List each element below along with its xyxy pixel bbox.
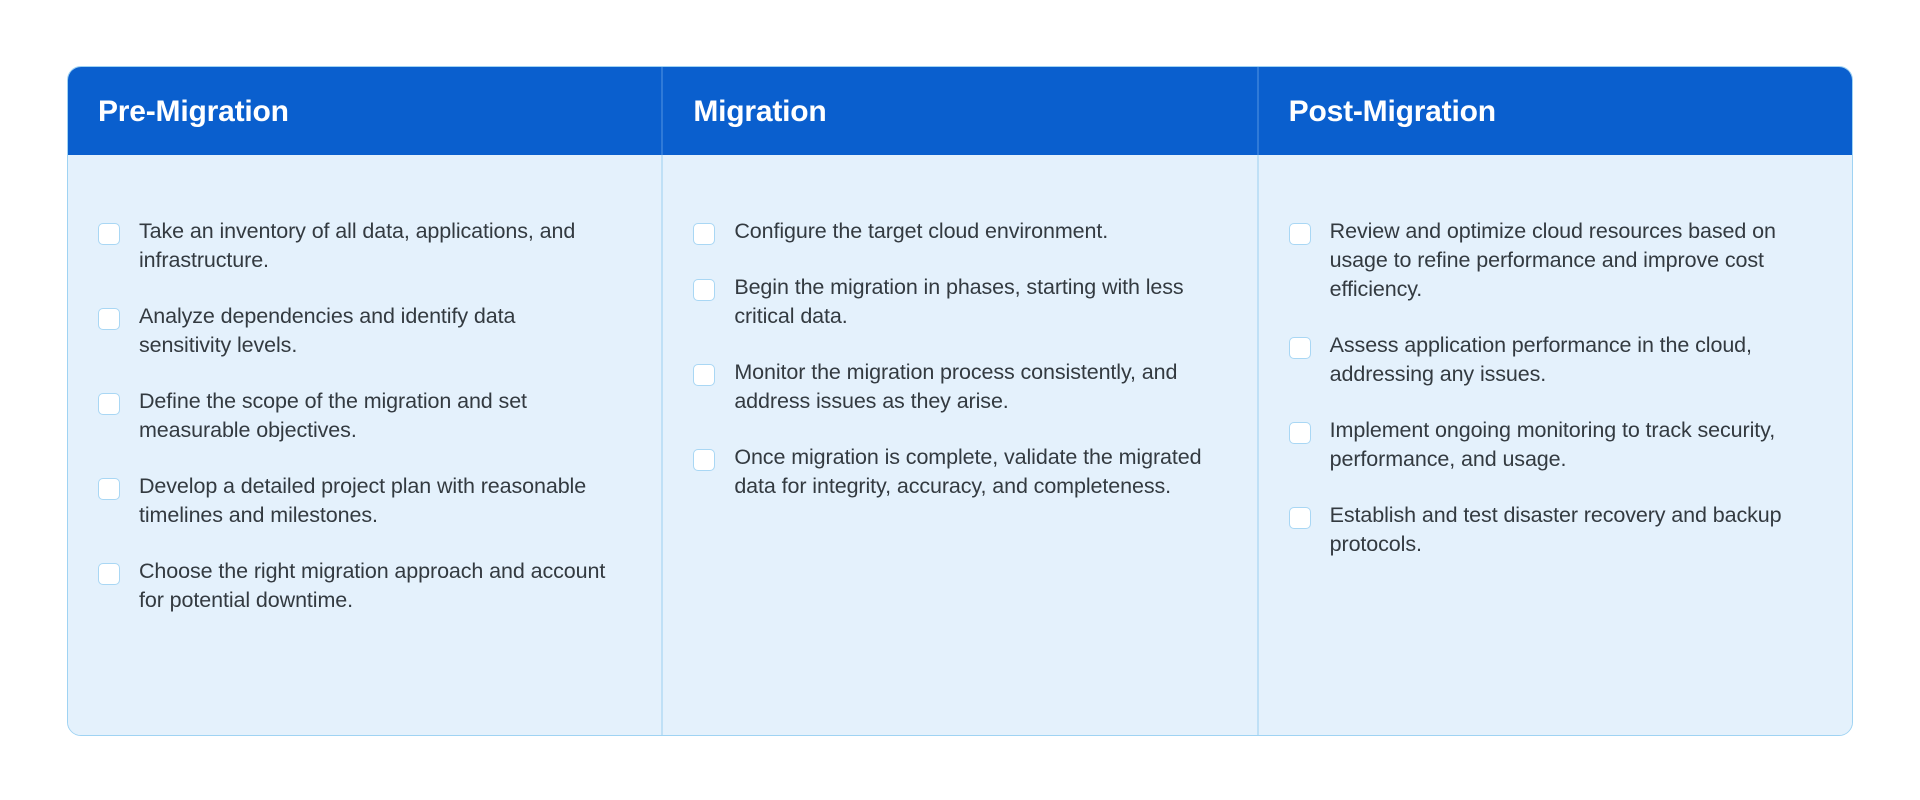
cloud-migration-checklist-card: Pre-Migration Migration Post-Migration T… [67, 66, 1853, 736]
list-item[interactable]: Take an inventory of all data, applicati… [98, 217, 623, 275]
list-item-label: Implement ongoing monitoring to track se… [1329, 418, 1776, 471]
list-item[interactable]: Review and optimize cloud resources base… [1288, 217, 1814, 304]
checkbox-icon[interactable] [693, 364, 716, 386]
list-item-label: Choose the right migration approach and … [139, 559, 606, 612]
checklist-column-pre-migration: Take an inventory of all data, applicati… [68, 155, 661, 735]
column-header-post-migration: Post-Migration [1256, 67, 1852, 155]
checklist-column-migration: Configure the target cloud environment. … [661, 155, 1256, 735]
list-item-label: Analyze dependencies and identify data s… [139, 304, 516, 357]
checkbox-icon[interactable] [1288, 337, 1311, 359]
list-item-label: Begin the migration in phases, starting … [734, 275, 1184, 328]
list-item-label: Take an inventory of all data, applicati… [139, 219, 576, 272]
column-header-pre-migration: Pre-Migration [68, 67, 661, 155]
checkbox-icon[interactable] [693, 279, 716, 301]
list-item-label: Establish and test disaster recovery and… [1329, 503, 1782, 556]
list-item[interactable]: Once migration is complete, validate the… [693, 443, 1218, 501]
list-item[interactable]: Begin the migration in phases, starting … [693, 273, 1218, 331]
list-item-label: Define the scope of the migration and se… [139, 389, 527, 442]
list-item-label: Assess application performance in the cl… [1329, 333, 1752, 386]
checkbox-icon[interactable] [98, 308, 120, 330]
column-header-title: Pre-Migration [98, 94, 289, 128]
list-item[interactable]: Choose the right migration approach and … [98, 557, 623, 615]
list-item-label: Develop a detailed project plan with rea… [139, 474, 587, 527]
column-header-migration: Migration [661, 67, 1256, 155]
list-item[interactable]: Assess application performance in the cl… [1288, 331, 1814, 389]
checkbox-icon[interactable] [98, 563, 120, 585]
list-item-label: Monitor the migration process consistent… [734, 360, 1178, 413]
list-item-label: Configure the target cloud environment. [734, 219, 1109, 243]
list-item[interactable]: Define the scope of the migration and se… [98, 387, 623, 445]
column-header-title: Post-Migration [1288, 94, 1496, 128]
list-item-label: Review and optimize cloud resources base… [1329, 219, 1776, 301]
list-item[interactable]: Develop a detailed project plan with rea… [98, 472, 623, 530]
checkbox-icon[interactable] [98, 223, 120, 245]
list-item[interactable]: Monitor the migration process consistent… [693, 358, 1218, 416]
checkbox-icon[interactable] [98, 393, 120, 415]
checkbox-icon[interactable] [1288, 223, 1311, 245]
checkbox-icon[interactable] [98, 478, 120, 500]
list-item[interactable]: Implement ongoing monitoring to track se… [1288, 416, 1814, 474]
checkbox-icon[interactable] [693, 223, 716, 245]
checkbox-icon[interactable] [693, 449, 716, 471]
list-item-label: Once migration is complete, validate the… [734, 445, 1202, 498]
list-item[interactable]: Establish and test disaster recovery and… [1288, 501, 1814, 559]
checklist-column-post-migration: Review and optimize cloud resources base… [1256, 155, 1852, 735]
checklist-body-row: Take an inventory of all data, applicati… [68, 155, 1852, 735]
list-item[interactable]: Analyze dependencies and identify data s… [98, 302, 623, 360]
column-header-title: Migration [693, 94, 827, 128]
checklist-header-row: Pre-Migration Migration Post-Migration [68, 67, 1852, 155]
list-item[interactable]: Configure the target cloud environment. [693, 217, 1218, 246]
checkbox-icon[interactable] [1288, 507, 1311, 529]
checkbox-icon[interactable] [1288, 422, 1311, 444]
